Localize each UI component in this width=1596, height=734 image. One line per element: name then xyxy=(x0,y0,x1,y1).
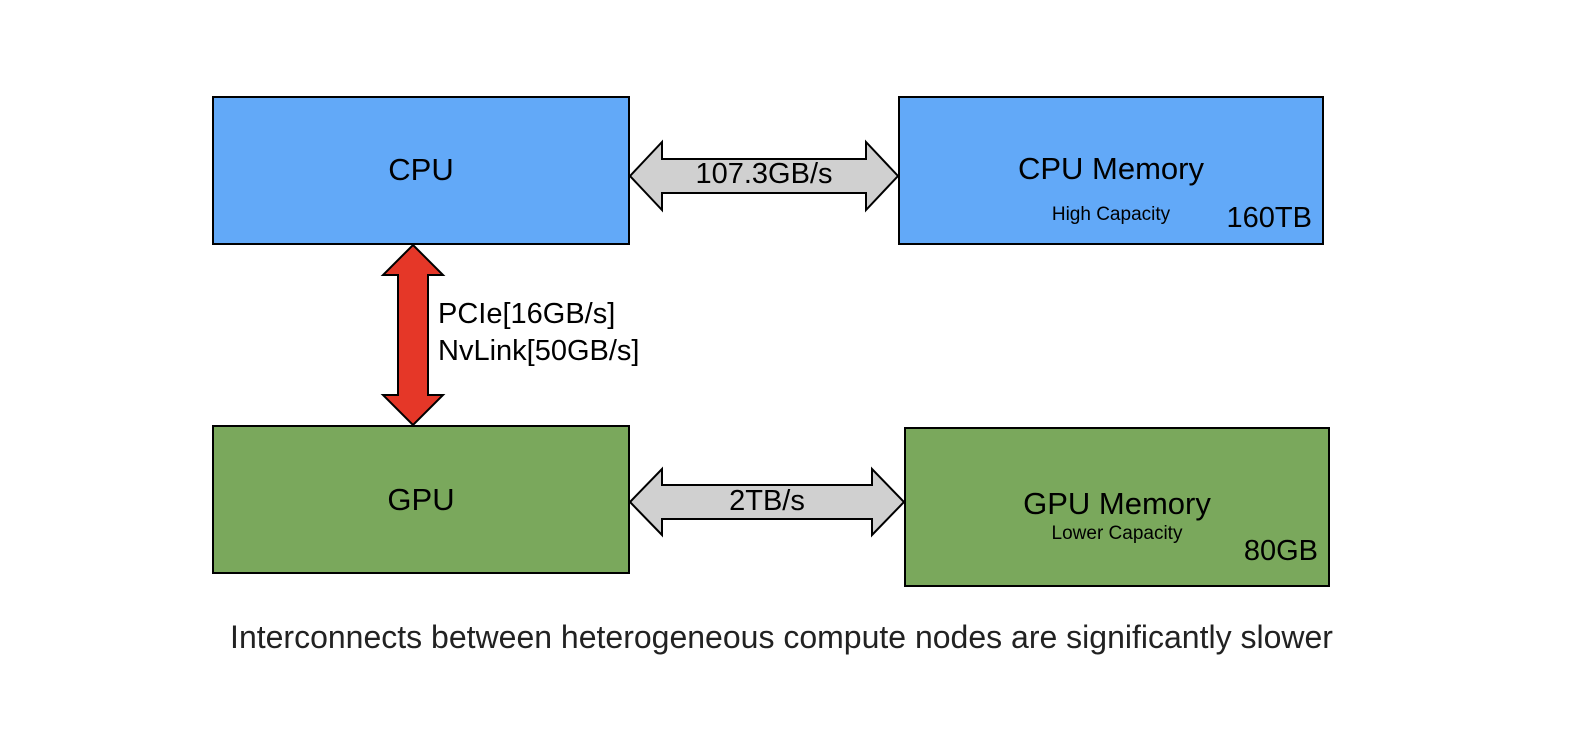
cpu-node: CPU xyxy=(212,96,630,245)
gpu-memory-capacity-note: Lower Capacity xyxy=(1051,523,1183,544)
gpu-node: GPU xyxy=(212,425,630,574)
cpu-memory-label: CPU Memory xyxy=(1017,151,1204,186)
cpu-memory-capacity-note: High Capacity xyxy=(1051,204,1171,225)
cpu-label: CPU xyxy=(388,152,454,187)
cpu-memory-node: CPU Memory High Capacity 160TB xyxy=(898,96,1324,245)
gpu-memory-bandwidth-label: 2TB/s xyxy=(729,485,805,517)
diagram-caption: Interconnects between heterogeneous comp… xyxy=(230,619,1333,655)
cpu-memory-size: 160TB xyxy=(1226,202,1312,234)
gpu-label: GPU xyxy=(387,482,455,517)
gpu-memory-size: 80GB xyxy=(1243,535,1318,567)
cpu-gpu-link-arrow xyxy=(380,243,446,427)
gpu-memory-label: GPU Memory xyxy=(1023,486,1211,521)
cpu-memory-bandwidth-label: 107.3GB/s xyxy=(695,158,833,190)
cpu-gpu-pcie-label: PCIe[16GB/s] xyxy=(438,298,616,330)
gpu-memory-node: GPU Memory Lower Capacity 80GB xyxy=(904,427,1330,587)
cpu-gpu-nvlink-label: NvLink[50GB/s] xyxy=(438,335,640,367)
